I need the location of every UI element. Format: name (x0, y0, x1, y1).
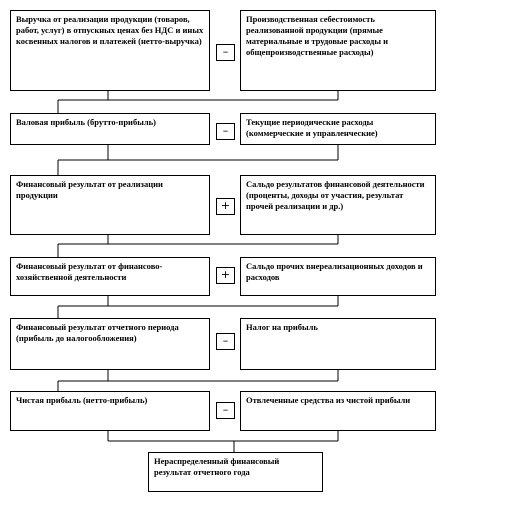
minus-operator: – (216, 123, 235, 140)
gross-profit-box: Валовая прибыль (брутто-прибыль) (10, 113, 210, 145)
production-cost-box: Производственная себестоимость реализова… (240, 10, 436, 91)
financial-activity-balance-box: Сальдо результатов финансовой деятельнос… (240, 175, 436, 235)
retained-earnings-box: Нераспределенный финансовый результат от… (148, 452, 323, 492)
periodic-expenses-box: Текущие периодические расходы (коммерчес… (240, 113, 436, 145)
sales-result-box: Финансовый результат от реализации проду… (10, 175, 210, 235)
plus-operator: + (216, 198, 235, 215)
pretax-profit-box: Финансовый результат отчетного периода (… (10, 318, 210, 370)
minus-operator: – (216, 44, 235, 61)
diverted-funds-box: Отвлеченные средства из чистой прибыли (240, 391, 436, 431)
operating-result-box: Финансовый результат от финансово-хозяйс… (10, 257, 210, 296)
revenue-box: Выручка от реализации продукции (товаров… (10, 10, 210, 91)
net-profit-box: Чистая прибыль (нетто-прибыль) (10, 391, 210, 431)
non-operating-balance-box: Сальдо прочих внереализационных доходов … (240, 257, 436, 296)
minus-operator: – (216, 333, 235, 350)
plus-operator: + (216, 267, 235, 284)
minus-operator: – (216, 402, 235, 419)
income-tax-box: Налог на прибыль (240, 318, 436, 370)
